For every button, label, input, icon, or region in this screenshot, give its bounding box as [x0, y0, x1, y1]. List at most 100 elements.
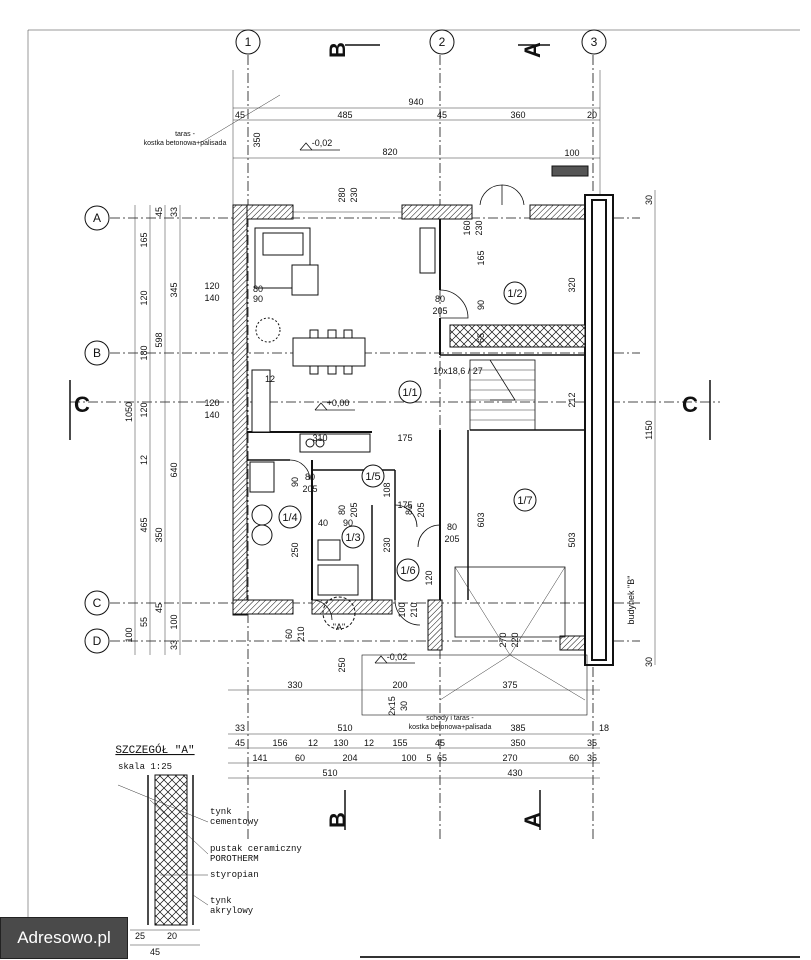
section-marker-a-top: A — [518, 42, 550, 58]
schody-label-2: kostka betonowa+palisada — [409, 724, 492, 731]
axis-bubble-C: C — [84, 590, 110, 616]
b2-510: 510 — [337, 723, 352, 733]
room-1-3: 1/3 — [345, 532, 360, 544]
dim-left-120b: 120 — [139, 402, 149, 417]
level-top-text: -0,02 — [312, 138, 333, 148]
section-marker-b-top: B — [325, 42, 380, 58]
furniture — [249, 227, 566, 638]
axis-grid — [70, 55, 720, 840]
level-bottom-text: -0,02 — [387, 652, 408, 662]
b4-100: 100 — [401, 753, 416, 763]
dbot2-w: 100 — [397, 602, 407, 617]
stairs-spec-1: 10x18,6 / 27 — [433, 366, 483, 376]
dim-right-1150: 1150 — [644, 420, 654, 439]
dim-90d: 90 — [290, 477, 300, 487]
dim-left-345: 345 — [169, 282, 179, 297]
detail-scale: skala 1:25 — [118, 762, 172, 772]
misc-dimensions: 310 175 108 175 40 90 250 120 230 90 65 … — [265, 250, 486, 585]
dim-left-outer: 1050 — [124, 402, 134, 422]
d16-w: 80 — [404, 505, 414, 515]
section-label-b-bottom: B — [325, 812, 350, 828]
dim-top-seg-4: 360 — [510, 110, 525, 120]
axis-bubble-2: 2 — [429, 29, 455, 55]
dim-left-33: 33 — [169, 207, 179, 217]
layer-2b: POROTHERM — [210, 854, 259, 864]
door-12-h: 230 — [474, 220, 484, 235]
dbot-h: 210 — [296, 626, 306, 641]
b2-33: 33 — [235, 723, 245, 733]
b4-60b: 60 — [569, 753, 579, 763]
b4-35: 35 — [587, 753, 597, 763]
dim-top-seg-3: 45 — [437, 110, 447, 120]
section-marker-b-bottom: B — [325, 790, 350, 830]
doors — [289, 184, 525, 626]
b3-156: 156 — [272, 738, 287, 748]
terrace-label-top-1: taras - — [175, 131, 196, 138]
layer-4b: akrylowy — [210, 906, 254, 916]
dim-175b: 175 — [397, 500, 412, 510]
b1-330: 330 — [287, 680, 302, 690]
b4-141: 141 — [252, 753, 267, 763]
dim-90b: 90 — [343, 518, 353, 528]
b3-45a: 45 — [235, 738, 245, 748]
d16-h: 205 — [416, 502, 426, 517]
schody-label-1: schody i taras - — [426, 715, 474, 722]
dim-left-33b: 33 — [169, 640, 179, 650]
stair-250: 250 — [337, 657, 347, 672]
dim-40: 40 — [318, 518, 328, 528]
section-marker-c-left: C — [69, 380, 90, 440]
detail-dim-20: 20 — [167, 931, 177, 941]
dim-top-side: 350 — [252, 132, 262, 147]
b3-350: 350 — [510, 738, 525, 748]
b4-5: 5 — [426, 753, 431, 763]
axis-label-2: 2 — [439, 35, 446, 49]
room-1-6: 1/6 — [400, 565, 415, 577]
section-label-a-bottom: A — [520, 812, 545, 828]
dim-right-30b: 30 — [644, 657, 654, 667]
detail-a: SZCZEGÓŁ "A" skala 1:25 tynk cementowy p… — [115, 743, 302, 957]
axis-label-A: A — [93, 211, 101, 225]
dim-left-55: 55 — [139, 617, 149, 627]
level-interior: +0,00 — [314, 398, 355, 411]
dim-top-seg-5: 20 — [587, 110, 597, 120]
dim-top-inner: 820 — [382, 147, 397, 157]
room-1-7: 1/7 — [517, 495, 532, 507]
section-marker-c-right: C — [682, 380, 711, 440]
b1-375: 375 — [502, 680, 517, 690]
stair-2x15: 2x15 — [387, 696, 397, 716]
d13-h: 205 — [349, 502, 359, 517]
dim-misc-z: 12 — [265, 374, 275, 384]
front-terrace: schody i taras - kostka betonowa+palisad… — [337, 566, 588, 731]
axis-bubble-1: 1 — [235, 29, 261, 55]
dim-65: 65 — [476, 333, 486, 343]
dim-left-640: 640 — [169, 462, 179, 477]
dim-top-seg-1: 45 — [235, 110, 245, 120]
axis-label-3: 3 — [591, 35, 598, 49]
d14-w: 80 — [253, 284, 263, 294]
b2-18: 18 — [599, 723, 609, 733]
dim-left-350: 350 — [154, 527, 164, 542]
b3-45b: 45 — [435, 738, 445, 748]
dim-top-small: 100 — [564, 148, 579, 158]
layer-3: styropian — [210, 870, 259, 880]
section-label-c-left: C — [74, 392, 90, 417]
axis-bubble-B: B — [84, 340, 110, 366]
win-l1-h: 140 — [204, 293, 219, 303]
right-dimensions: 1150 320 212 503 30 30 — [567, 190, 656, 667]
dim-left-100a: 100 — [124, 627, 134, 642]
dim-250: 250 — [290, 542, 300, 557]
win-l1-w: 120 — [204, 281, 219, 291]
door-main-h: 230 — [349, 187, 359, 202]
terrace-label-top-2: kostka betonowa+palisada — [144, 140, 227, 147]
d13-w: 80 — [337, 505, 347, 515]
top-dimensions: 940 45 485 45 360 20 350 820 100 — [232, 70, 601, 205]
dbot-w: 60 — [284, 629, 294, 639]
door-12-w: 160 — [462, 220, 472, 235]
detail-marker: "A" — [322, 596, 356, 632]
dim-230: 230 — [382, 537, 392, 552]
dim-right-503: 503 — [567, 532, 577, 547]
dim-left-180: 180 — [139, 345, 149, 360]
dim-right-212: 212 — [567, 392, 577, 407]
layer-2a: pustak ceramiczny — [210, 844, 302, 854]
d17-w: 80 — [447, 522, 457, 532]
